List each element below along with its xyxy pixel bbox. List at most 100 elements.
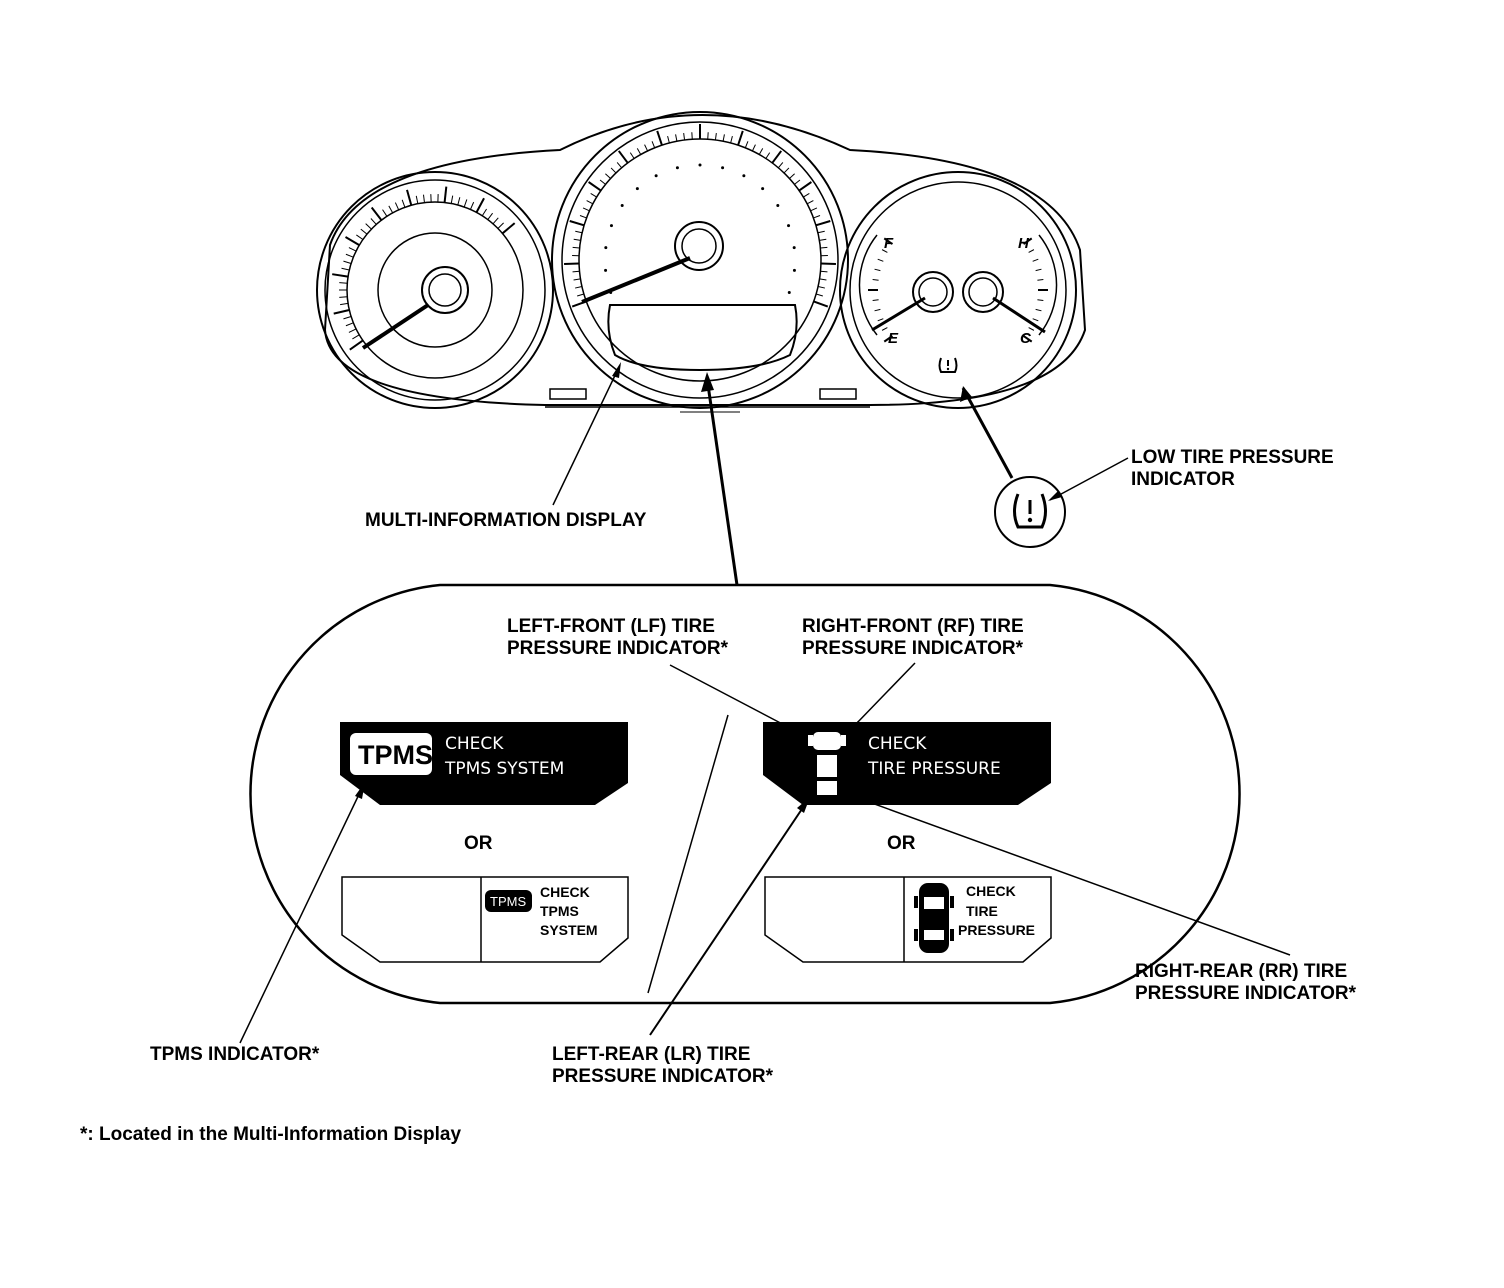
gauge-tick	[340, 302, 349, 306]
gauge-tick	[469, 201, 475, 210]
gauge-tick	[573, 238, 581, 241]
gauge-tick	[579, 215, 587, 219]
gauge-dot	[654, 174, 658, 178]
gauge-tick	[365, 223, 372, 230]
gauge-tick	[1032, 318, 1039, 322]
gauge-tick	[501, 222, 516, 235]
gauge-tick	[348, 328, 357, 333]
gauge-tick	[667, 136, 670, 144]
alt-tpms-line1: CHECK	[540, 884, 590, 900]
gauge-tick	[388, 205, 394, 214]
gauge-tick	[798, 181, 812, 192]
tire-check-line1: CHECK	[868, 734, 927, 754]
gauge-tick	[651, 141, 656, 148]
gauge-tick	[370, 218, 377, 225]
gauge-tick	[1022, 335, 1033, 343]
gauge-tick	[1037, 299, 1044, 301]
gauge-tick	[794, 179, 801, 185]
gauge-tick	[874, 308, 881, 312]
fuel-temp-gauge: F E H C	[839, 171, 1077, 409]
lf-label-1: LEFT-FRONT (LF) TIRE	[507, 616, 715, 637]
gauge-tick	[758, 148, 764, 155]
gauge-tick	[820, 246, 828, 249]
speedometer-gauge	[551, 111, 849, 409]
gauge-tick	[1022, 237, 1033, 245]
gauge-tick	[605, 173, 611, 179]
gauge-tick	[777, 162, 784, 169]
gauge-tick	[883, 237, 894, 245]
gauge-tick	[572, 246, 580, 249]
gauge-tick	[343, 315, 352, 320]
gauge-dot	[698, 163, 702, 167]
or-label-right: OR	[887, 833, 916, 854]
alt-tire-display: CHECK TIRE PRESSURE	[764, 876, 1052, 963]
gauge-tick	[343, 260, 352, 265]
gauge-tick	[382, 209, 388, 217]
tpms-check-line1: CHECK	[445, 734, 504, 754]
tpms-badge	[350, 733, 432, 775]
indicator-slot-right	[819, 388, 857, 400]
gauge-tick	[349, 339, 364, 351]
indicator-leader-lines	[239, 662, 1291, 1044]
gauge-tick	[714, 132, 717, 141]
gauge-dot	[635, 187, 639, 191]
tachometer-gauge	[316, 171, 554, 409]
gauge-tick	[1028, 327, 1035, 331]
gauge-tick	[406, 189, 413, 206]
gauge-tick	[881, 327, 888, 331]
gauge-tick	[339, 282, 348, 284]
gauge-tick	[492, 217, 499, 225]
gauge-tick	[815, 220, 831, 227]
gauge-tick	[487, 212, 494, 220]
tpms-system-lcd: TPMS CHECK TPMS SYSTEM	[340, 722, 628, 805]
gauge-tick	[883, 335, 894, 343]
gauge-tick	[789, 173, 795, 179]
gauge-dot	[787, 224, 791, 228]
gauge-tick	[616, 162, 623, 169]
tpms-indicator-label: TPMS INDICATOR*	[150, 1044, 320, 1065]
alt-car-icon	[914, 883, 954, 953]
temp-cold-letter: C	[1020, 330, 1032, 347]
gauge-tick	[575, 230, 583, 234]
gauge-tick	[443, 186, 448, 203]
gauge-tick	[588, 181, 602, 192]
lr-label-2: PRESSURE INDICATOR*	[552, 1066, 774, 1087]
low-tire-pressure-label-1: LOW TIRE PRESSURE	[1131, 447, 1334, 468]
gauge-dot	[776, 204, 780, 208]
gauge-tick	[341, 267, 350, 271]
gauge-tick	[481, 208, 488, 217]
gauge-tick	[877, 258, 884, 262]
gauge-dot	[675, 166, 679, 170]
gauge-tick	[644, 144, 649, 152]
fuel-empty-letter: E	[888, 330, 899, 347]
gauge-tick	[610, 167, 617, 174]
gauge-tick	[582, 207, 590, 212]
alt-tire-line1: CHECK	[966, 883, 1016, 899]
alt-tire-line2: TIRE	[966, 903, 998, 919]
footnote: *: Located in the Multi-Information Disp…	[80, 1124, 462, 1145]
gauge-dot	[742, 174, 746, 178]
gauge-tick	[577, 293, 585, 297]
gauge-dot	[609, 224, 613, 228]
tpms-check-line2: TPMS SYSTEM	[444, 759, 564, 779]
gauge-tick	[360, 228, 368, 235]
gauge-tick	[333, 309, 350, 315]
tire-check-line2: TIRE PRESSURE	[867, 759, 1001, 779]
alt-tpms-badge-text: TPMS	[490, 894, 526, 909]
multi-information-display-callout: MULTI-INFORMATION DISPLAY	[365, 362, 739, 586]
low-tire-pressure-callout: LOW TIRE PRESSURE INDICATOR	[960, 386, 1334, 548]
gauge-tick	[394, 202, 400, 211]
gauge-tick	[345, 253, 354, 258]
gauge-tick	[1037, 279, 1044, 281]
indicator-slot-left	[549, 388, 587, 400]
alt-tpms-line3: SYSTEM	[540, 922, 598, 938]
gauge-tick	[345, 322, 354, 327]
gauge-tick	[675, 134, 678, 142]
gauge-tick	[819, 238, 827, 241]
gauge-dot	[604, 246, 608, 250]
instrument-cluster: F E H C	[316, 111, 1087, 413]
or-label-left: OR	[464, 833, 493, 854]
gauge-tick	[820, 270, 828, 273]
gauge-tick	[572, 270, 580, 273]
